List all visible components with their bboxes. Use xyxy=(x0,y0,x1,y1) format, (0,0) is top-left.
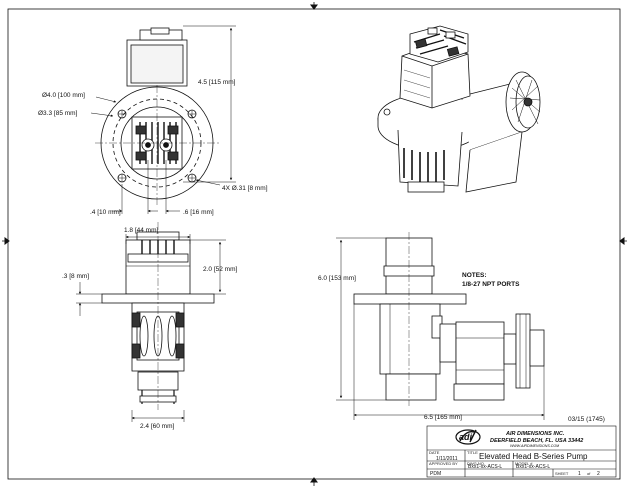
side-view-dimensions xyxy=(336,237,545,420)
front-view xyxy=(101,222,215,410)
dim-width-head: 1.8 [44 mm] xyxy=(124,227,159,234)
revision-date: 03/15 (1745) xyxy=(568,416,605,423)
tb-sheet: 1 xyxy=(578,471,581,477)
dim-dia-bolt: Ø3.3 [85 mm] xyxy=(38,110,78,117)
dim-dia-outer: Ø4.0 [100 mm] xyxy=(42,92,85,99)
tb-sheet-total: 2 xyxy=(597,471,600,477)
tb-approved: PDM xyxy=(430,471,441,477)
tb-dwg-label: DWG NO. xyxy=(467,461,485,466)
dim-base-width: 2.4 [60 mm] xyxy=(140,423,175,430)
dim-total-height: 6.0 [153 mm] xyxy=(318,275,356,282)
dim-flange-thk: .3 [8 mm] xyxy=(62,273,89,280)
side-view xyxy=(353,232,545,406)
company-name: AIR DIMENSIONS INC. xyxy=(505,431,565,437)
notes-heading: NOTES: xyxy=(462,272,487,279)
company-city: DEERFIELD BEACH, FL. USA 33442 xyxy=(490,438,583,444)
isometric-view xyxy=(377,25,541,193)
tb-title: Elevated Head B-Series Pump xyxy=(479,452,588,461)
dim-height-top: 4.5 [115 mm] xyxy=(198,79,236,86)
front-view-dimensions xyxy=(76,234,226,422)
company-web: WWW.AIRDIMENSIONS.COM xyxy=(510,444,559,448)
tb-dwg-no: Bxx1-xx-ACS-L xyxy=(468,464,502,470)
company-logo: adi xyxy=(455,429,481,445)
tb-date-label: DATE xyxy=(429,450,440,455)
notes-line: 1/8-27 NPT PORTS xyxy=(462,281,520,288)
tb-model-label: MODEL # xyxy=(515,461,533,466)
top-view-dimensions xyxy=(90,25,236,214)
tb-sheet-label: SHEET xyxy=(555,471,569,476)
svg-text:adi: adi xyxy=(459,432,473,442)
dim-offset-left: .4 [10 mm] xyxy=(90,209,121,216)
tb-date: 1/11/2011 xyxy=(436,456,458,462)
dim-head-height: 2.0 [52 mm] xyxy=(203,266,238,273)
dim-holes: 4X Ø.31 [8 mm] xyxy=(222,185,268,192)
tb-approved-label: APPROVED BY xyxy=(429,461,458,466)
tb-title-label: TITLE xyxy=(467,450,478,455)
title-block: adi xyxy=(426,425,617,478)
dim-offset-right: .6 [16 mm] xyxy=(183,209,214,216)
dim-total-length: 6.5 [165 mm] xyxy=(424,414,462,421)
top-view xyxy=(95,27,220,205)
tb-sheet-of: of xyxy=(587,471,591,476)
tb-model: Bxx1-xx-ACS-L xyxy=(516,464,550,470)
